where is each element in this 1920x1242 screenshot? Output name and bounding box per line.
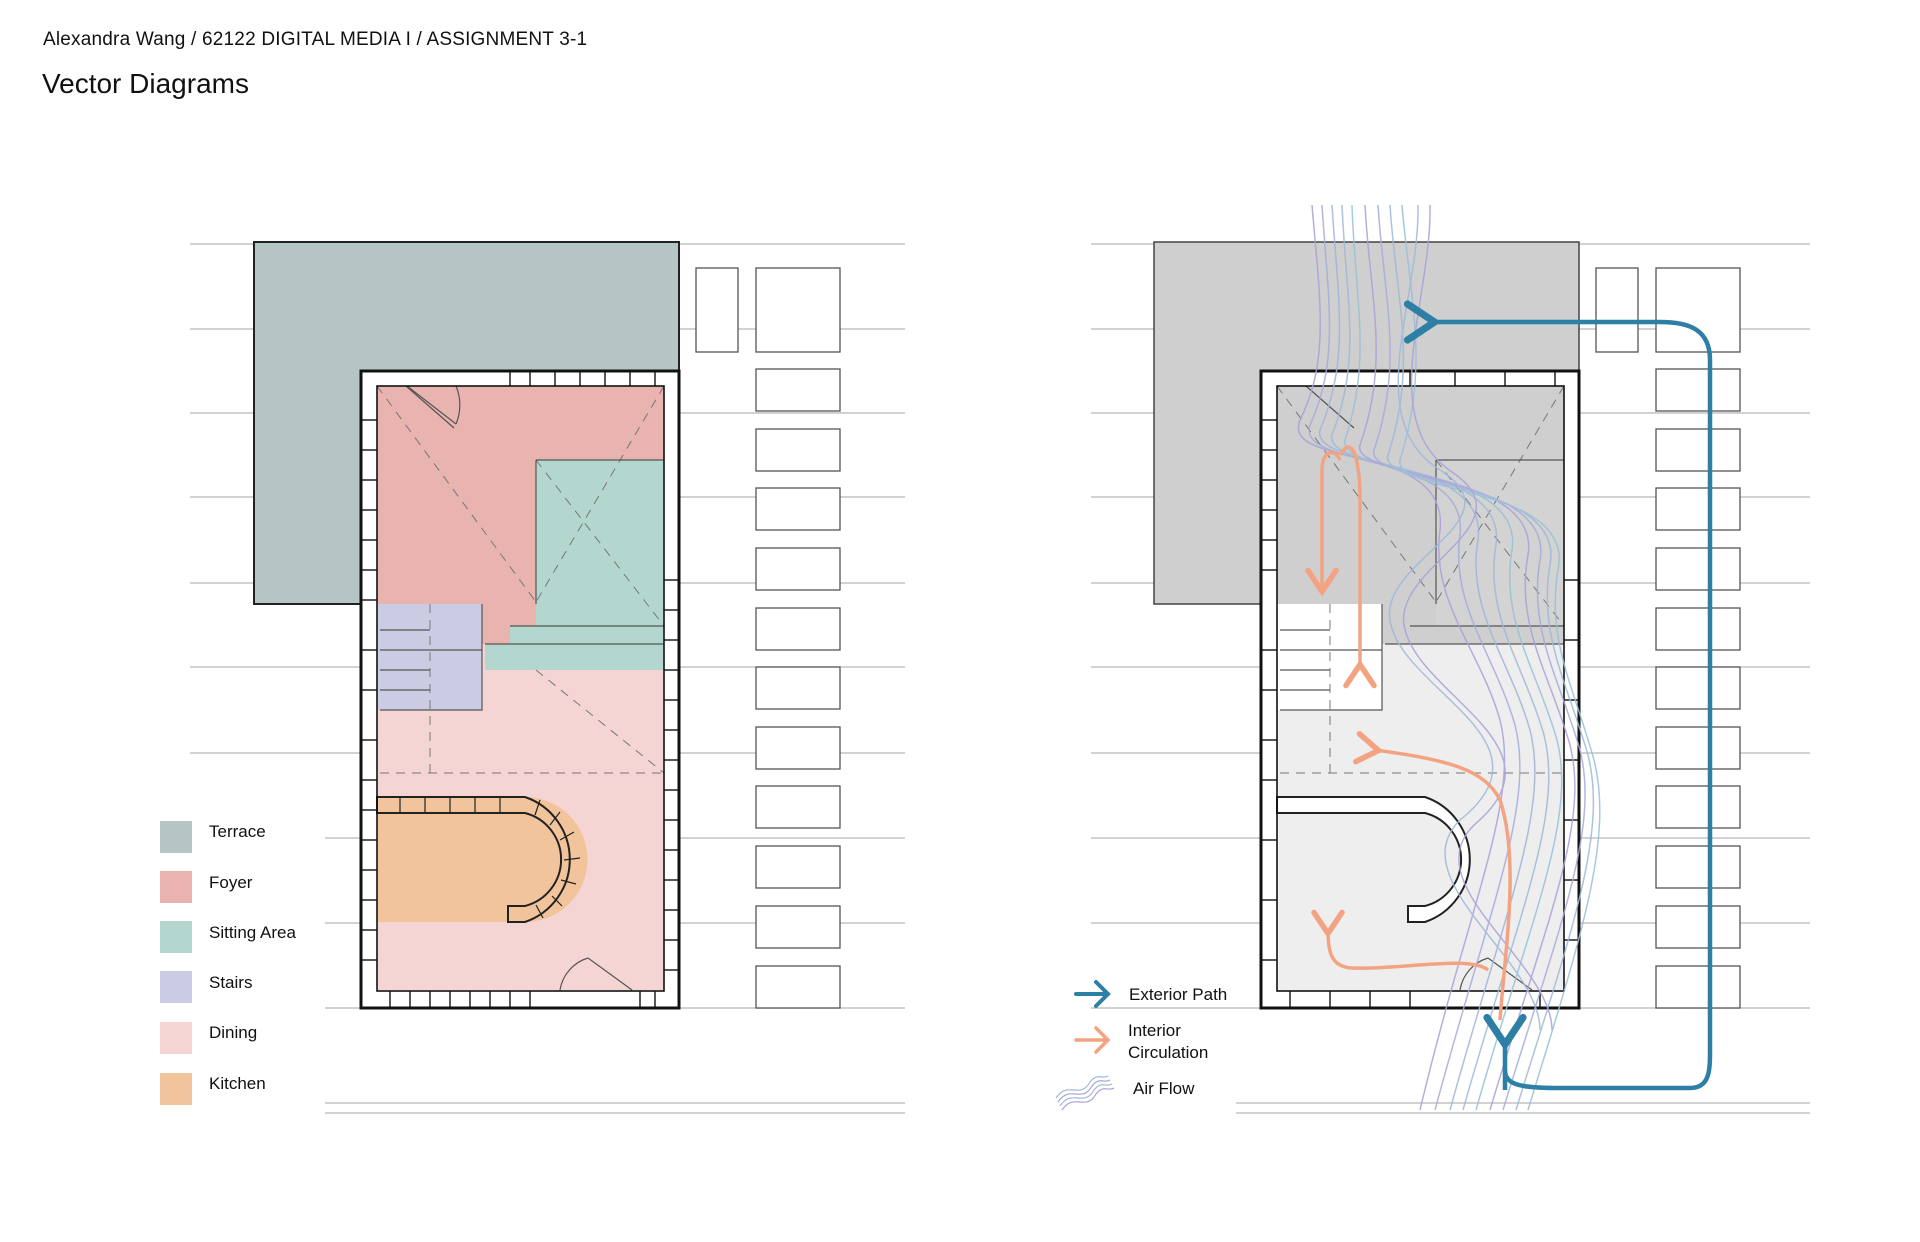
legend-label-kitchen: Kitchen bbox=[209, 1074, 266, 1093]
kitchen-zone bbox=[377, 797, 588, 922]
legend-label-air-flow: Air Flow bbox=[1133, 1079, 1195, 1098]
interior-circulation-arrows bbox=[1305, 445, 1512, 1021]
parking-boxes-right bbox=[1595, 267, 1741, 1009]
legend-swatch-dining bbox=[160, 1022, 192, 1054]
legend-label-sitting-area: Sitting Area bbox=[209, 923, 296, 942]
interior-circulation-legend-icon bbox=[1074, 1026, 1111, 1054]
right-circulation-diagram: Exterior Path Interior Circulation Air F… bbox=[1055, 204, 1810, 1114]
air-flow-legend-icon bbox=[1055, 1075, 1115, 1111]
page-title: Vector Diagrams bbox=[42, 68, 249, 99]
legend-label-foyer: Foyer bbox=[209, 873, 253, 892]
legend-swatch-foyer bbox=[160, 871, 192, 903]
right-legend: Exterior Path Interior Circulation Air F… bbox=[1055, 980, 1227, 1111]
exterior-path-legend-icon bbox=[1074, 980, 1111, 1008]
legend-label-dining: Dining bbox=[209, 1023, 257, 1042]
legend-swatch-terrace bbox=[160, 821, 192, 853]
assignment-header: Alexandra Wang / 62122 DIGITAL MEDIA I /… bbox=[43, 29, 588, 50]
legend-label-exterior-path: Exterior Path bbox=[1129, 985, 1227, 1004]
legend-swatch-kitchen bbox=[160, 1073, 192, 1105]
kitchen-counter bbox=[376, 796, 571, 923]
legend-swatch-sitting-area bbox=[160, 921, 192, 953]
legend-label-stairs: Stairs bbox=[209, 973, 252, 992]
wall-ticks bbox=[361, 371, 679, 1008]
legend-swatch-stairs bbox=[160, 971, 192, 1003]
parking-boxes bbox=[695, 267, 841, 1009]
legend-label-circulation: Circulation bbox=[1128, 1043, 1208, 1062]
air-flow-ribbons bbox=[1297, 204, 1601, 1111]
left-legend: Terrace Foyer Sitting Area Stairs Dining… bbox=[160, 821, 296, 1105]
legend-label-terrace: Terrace bbox=[209, 822, 266, 841]
exterior-path-arrow bbox=[1403, 300, 1713, 1091]
left-plan-diagram: Terrace Foyer Sitting Area Stairs Dining… bbox=[160, 241, 905, 1114]
kitchen-counter-right bbox=[1276, 796, 1471, 923]
legend-label-interior: Interior bbox=[1128, 1021, 1181, 1040]
